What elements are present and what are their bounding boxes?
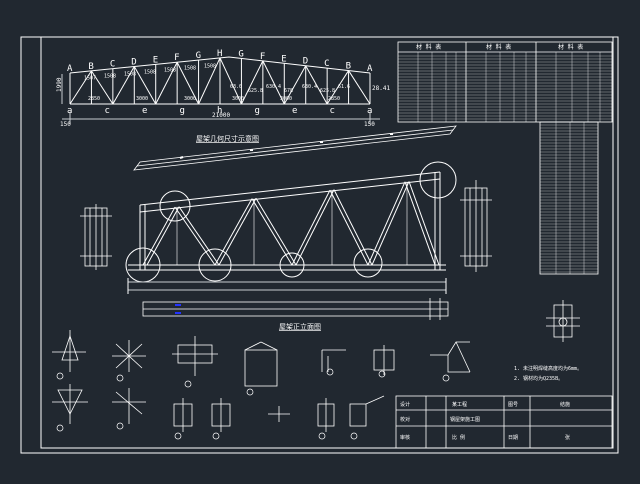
end-section-left [80, 204, 112, 270]
top-chord-dim: 1508 [184, 66, 196, 72]
left-end-dim: 150 [60, 121, 71, 128]
right-end-dim: 150 [364, 121, 375, 128]
truss-geometry-diagram [61, 56, 380, 124]
material-table-rows [398, 52, 612, 274]
bottom-node-label: e [292, 106, 297, 116]
material-tables [397, 41, 613, 275]
note-line-2: 2. 钢材均为Q235B。 [514, 375, 563, 382]
bottom-node-label: g [255, 106, 260, 116]
title-block-approve: 审核 [400, 434, 410, 441]
top-node-label: D [131, 58, 136, 68]
top-node-label: G [196, 51, 201, 61]
truss-elevation-caption: 屋架正立面图 [279, 322, 321, 331]
top-chord-dim: 1508 [204, 64, 216, 70]
title-block-drawing-name: 钢屋架施工图 [450, 416, 480, 423]
bottom-chord-dim: 2850 [88, 96, 100, 102]
top-chord-dim: 1508 [104, 74, 116, 80]
bottom-chord-plan [142, 298, 449, 320]
top-node-label: D [303, 57, 308, 67]
title-block-scale: 比 例 [452, 434, 465, 441]
bottom-node-label: a [67, 106, 72, 116]
bottom-node-label: c [330, 106, 335, 116]
bottom-chord-dim: 2850 [328, 96, 340, 102]
truss-geometry-labels: A B C D E F G H G F E D C B Aa c e g h g e c a 1507 1508 1508 1508… [67, 49, 373, 116]
top-node-label: G [238, 49, 243, 59]
table-header-1: 材 料 表 [416, 43, 441, 51]
top-node-label: A [367, 64, 373, 74]
truss-elevation [125, 161, 457, 294]
panel-dim: 678 [284, 88, 293, 94]
left-height-dim: 1990 [56, 77, 63, 92]
title-block [395, 395, 613, 449]
top-chord-dim: 1508 [164, 68, 176, 74]
geometry-diagram-caption: 屋架几何尺寸示意图 [196, 134, 259, 143]
detail-callout-bubbles [56, 368, 450, 440]
bottom-node-label: h [217, 106, 222, 116]
right-height-dim: 28.41 [372, 85, 390, 92]
top-node-label: C [324, 59, 329, 69]
title-block-design: 设计 [400, 401, 410, 408]
title-block-project: 某工程 [452, 401, 467, 408]
title-block-drawing-no-label: 图号 [508, 402, 518, 408]
top-node-label: C [110, 60, 115, 70]
panel-dim: 630.4 [266, 84, 281, 90]
panel-dim: 625.8 [248, 88, 263, 94]
note-line-1: 1. 未注明焊缝高度均为6mm。 [514, 365, 582, 372]
table-header-3: 材 料 表 [558, 43, 583, 51]
drawing-frame [20, 36, 619, 454]
title-block-sheet: 张 [565, 434, 570, 441]
top-node-label: E [153, 55, 158, 65]
end-section-right [460, 180, 492, 272]
title-block-check: 校对 [400, 416, 410, 423]
bottom-chord-dim: 3000 [184, 96, 196, 102]
title-block-drawing-no: 结施 [560, 401, 570, 408]
span-total-dim: 21000 [212, 112, 230, 119]
top-chord-dim: 1507 [84, 76, 96, 82]
panel-dim: 63.0 [230, 84, 242, 90]
joint-details [52, 330, 471, 432]
top-chord-dim: 1508 [144, 70, 156, 76]
bottom-node-label: g [180, 106, 185, 116]
top-node-label: H [217, 49, 222, 59]
top-node-label: E [281, 54, 286, 64]
panel-dim: 625.8 [320, 88, 335, 94]
title-block-date: 日期 [508, 435, 518, 441]
top-chord-section [133, 125, 457, 171]
panel-dim: 61.6 [338, 84, 350, 90]
bottom-node-label: c [105, 106, 110, 116]
bottom-node-label: e [142, 106, 147, 116]
panel-dim: 630.4 [302, 84, 317, 90]
top-node-label: F [174, 53, 179, 63]
top-node-label: B [88, 62, 93, 72]
support-detail-right [546, 300, 580, 342]
bottom-node-label: a [367, 106, 372, 116]
top-node-label: B [346, 62, 351, 72]
top-node-label: A [67, 64, 73, 74]
table-header-2: 材 料 表 [486, 43, 511, 51]
top-chord-dim: 1508 [124, 72, 136, 78]
top-node-label: F [260, 52, 265, 62]
bottom-chord-dim: 3000 [136, 96, 148, 102]
bottom-chord-dim: 3000 [280, 96, 292, 102]
bottom-chord-dim: 3000 [232, 96, 244, 102]
